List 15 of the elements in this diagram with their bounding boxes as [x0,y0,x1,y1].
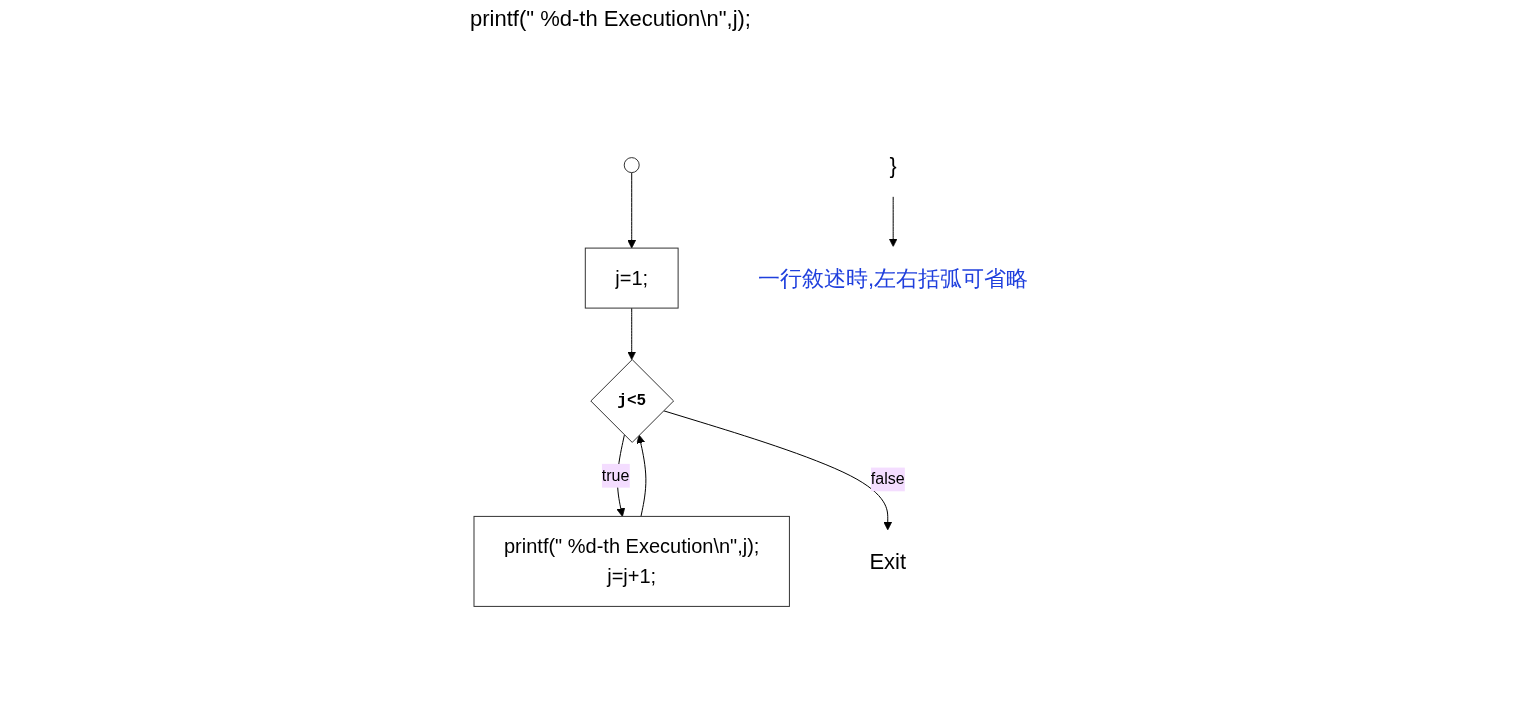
arrow [627,307,637,360]
node-diamond: j<5 [590,359,675,443]
node-text: 一行敘述時,左右括弧可省略 [758,265,1029,291]
node-text: Exit [869,548,907,574]
edge-label: true [602,466,630,484]
node-circle [624,157,641,174]
arrow [627,172,637,249]
arrow [889,196,898,247]
code-line: printf(" %d-th Execution\n",j); [470,6,751,32]
node-box: j=1; [585,247,679,309]
node-text: } [889,152,898,178]
arrow [636,434,647,517]
edge-label: false [871,470,906,488]
node-box: printf(" %d-th Execution\n",j); j=j+1; [473,515,791,607]
arrow [663,410,893,531]
